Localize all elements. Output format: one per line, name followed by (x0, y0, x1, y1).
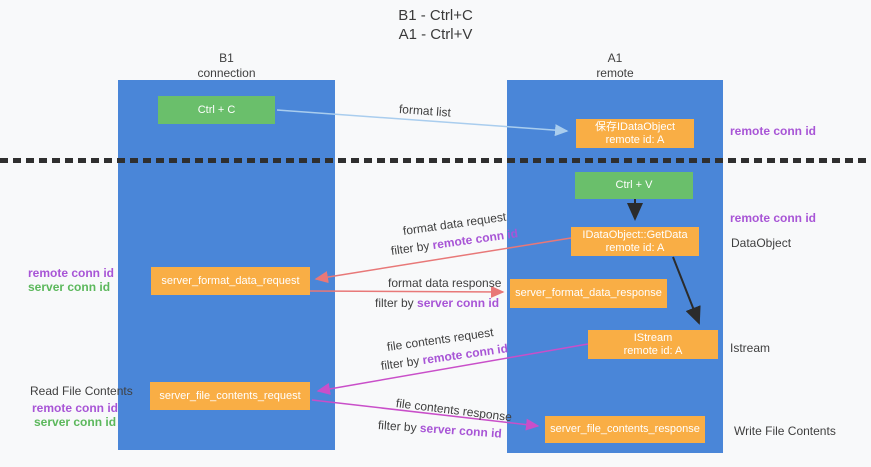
label-format-data-response: format data response (388, 276, 502, 290)
side-label-read-file-contents: Read File Contents (30, 384, 133, 398)
server-conn-id-key: server conn id (417, 296, 500, 310)
node-ctrl-c-label: Ctrl + C (197, 103, 236, 116)
node-format-request-label: server_format_data_request (161, 274, 300, 287)
side-label-write-file-contents: Write File Contents (734, 424, 836, 438)
node-save-idataobject-line2: remote id: A (605, 133, 665, 146)
lane-left-title: B1 (219, 51, 234, 65)
node-server-file-contents-response: server_file_contents_response (545, 416, 705, 443)
diagram-title: B1 - Ctrl+C A1 - Ctrl+V (0, 6, 871, 44)
node-ctrl-c: Ctrl + C (158, 96, 275, 124)
side-label-remote-conn-id-bottom: remote conn id (32, 401, 119, 415)
lane-left-subtitle: connection (197, 66, 256, 80)
node-save-idataobject-line1: 保存IDataObject (594, 120, 676, 133)
side-label-remote-conn-id-mid: remote conn id (730, 211, 817, 225)
label-filter-format-response: filter by server conn id (375, 296, 499, 310)
filter-by-text: filter by (377, 418, 421, 435)
node-getdata-line1: IDataObject::GetData (582, 228, 688, 241)
lane-right-title: A1 (607, 51, 623, 65)
label-format-list: format list (398, 102, 452, 120)
node-istream: IStream remote id: A (588, 330, 718, 359)
node-file-request-label: server_file_contents_request (159, 389, 301, 402)
side-label-istream: Istream (730, 341, 771, 355)
node-istream-line2: remote id: A (623, 344, 683, 357)
lane-header-right: A1 remote (507, 51, 723, 81)
label-filter-file-response: filter by server conn id (378, 418, 503, 441)
side-label-dataobject: DataObject (731, 236, 792, 250)
filter-by-text: filter by (390, 238, 434, 258)
title-line-2: A1 - Ctrl+V (398, 26, 473, 43)
filter-by-text: filter by (380, 353, 424, 373)
node-server-format-data-response: server_format_data_response (510, 279, 667, 308)
side-label-remote-conn-id-left: remote conn id (28, 266, 115, 280)
node-idataobject-getdata: IDataObject::GetData remote id: A (571, 227, 699, 256)
lane-right-subtitle: remote (596, 66, 634, 80)
node-server-file-contents-request: server_file_contents_request (150, 382, 310, 410)
node-istream-line1: IStream (633, 331, 673, 344)
server-conn-id-key: server conn id (419, 420, 503, 441)
side-label-server-conn-id-bottom: server conn id (34, 415, 117, 429)
node-ctrl-v: Ctrl + V (575, 172, 693, 199)
session-divider-dashed-line (0, 158, 871, 163)
node-format-response-label: server_format_data_response (515, 287, 662, 299)
filter-by-text: filter by (375, 296, 418, 310)
node-getdata-line2: remote id: A (605, 241, 665, 254)
node-save-idataobject: 保存IDataObject remote id: A (576, 119, 694, 148)
lane-header-left: B1 connection (118, 51, 335, 81)
title-line-1: B1 - Ctrl+C (398, 7, 473, 24)
node-ctrl-v-label: Ctrl + V (615, 179, 653, 191)
node-file-response-label: server_file_contents_response (550, 423, 700, 435)
arrow-format-data-response (309, 285, 505, 298)
side-label-server-conn-id-left: server conn id (28, 280, 111, 294)
side-label-remote-conn-id-top: remote conn id (730, 124, 817, 138)
node-server-format-data-request: server_format_data_request (151, 267, 310, 295)
